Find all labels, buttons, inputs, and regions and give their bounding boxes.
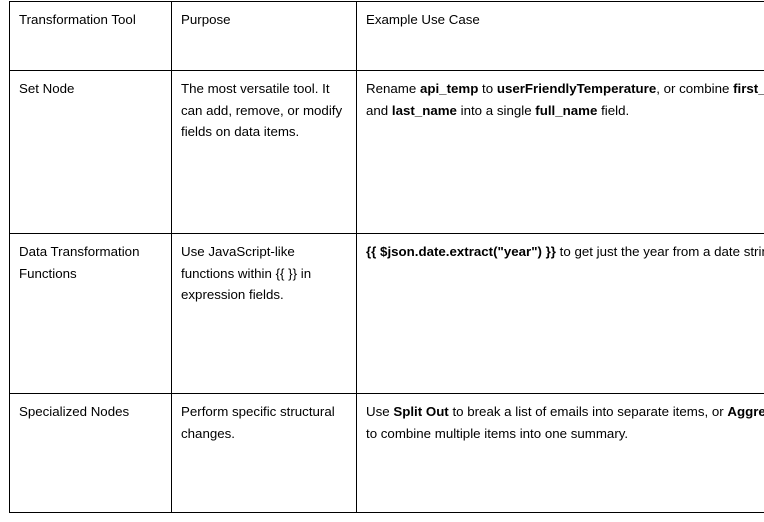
column-header-purpose: Purpose <box>171 1 357 71</box>
cell-purpose: Perform specific structural changes. <box>171 393 357 513</box>
cell-example-use-case: {{ $json.date.extract("year") }} to get … <box>356 233 764 394</box>
cell-purpose: The most versatile tool. It can add, rem… <box>171 70 357 234</box>
cell-tool-name: Data Transformation Functions <box>9 233 172 394</box>
table-body: Set Node The most versatile tool. It can… <box>9 70 764 513</box>
transformation-tools-table: Transformation Tool Purpose Example Use … <box>9 1 764 513</box>
column-header-transformation-tool: Transformation Tool <box>9 1 172 71</box>
cell-tool-name: Specialized Nodes <box>9 393 172 513</box>
cell-purpose: Use JavaScript-like functions within {{ … <box>171 233 357 394</box>
cell-example-use-case: Use Split Out to break a list of emails … <box>356 393 764 513</box>
table-row: Specialized Nodes Perform specific struc… <box>9 393 764 513</box>
table-row: Data Transformation Functions Use JavaSc… <box>9 233 764 394</box>
column-header-example-use-case: Example Use Case <box>356 1 764 71</box>
table-header-row: Transformation Tool Purpose Example Use … <box>9 1 764 71</box>
cell-tool-name: Set Node <box>9 70 172 234</box>
table-header: Transformation Tool Purpose Example Use … <box>9 1 764 71</box>
table-row: Set Node The most versatile tool. It can… <box>9 70 764 234</box>
cell-example-use-case: Rename api_temp to userFriendlyTemperatu… <box>356 70 764 234</box>
